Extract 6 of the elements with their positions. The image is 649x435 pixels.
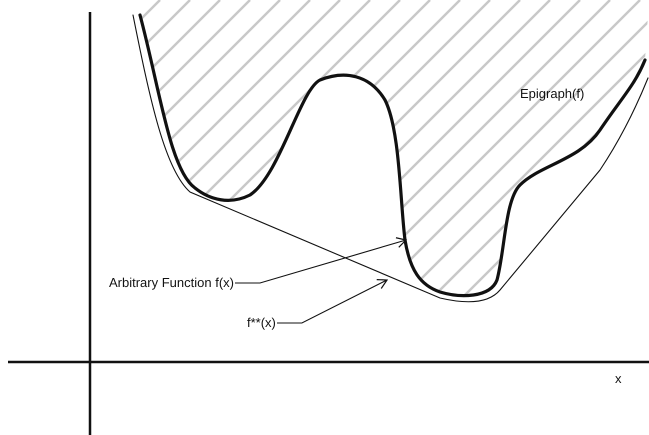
curve-label: f**(x) (246, 315, 277, 331)
region-label: Epigraph(f) (520, 86, 584, 102)
leader-line (276, 279, 388, 324)
curve-label: Arbitrary Function f(x) (108, 275, 235, 291)
axis-label: x (615, 371, 622, 387)
leader-line (234, 237, 407, 284)
